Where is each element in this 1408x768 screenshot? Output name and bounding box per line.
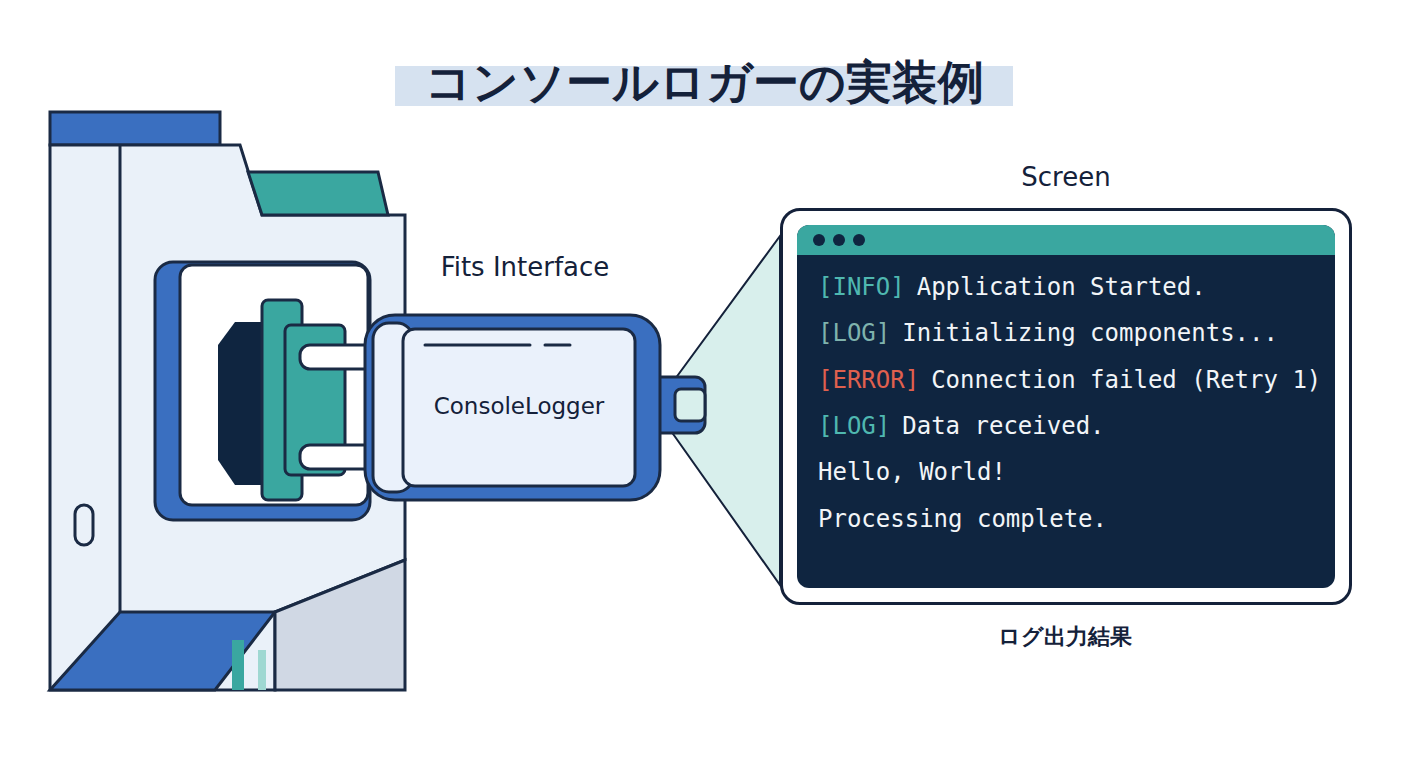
plug-body [403, 329, 635, 486]
log-line: [LOG] Initializing components... [818, 319, 1278, 347]
machine-body [50, 145, 405, 690]
log-message: Initializing components... [902, 319, 1278, 347]
socket-frame [155, 262, 370, 520]
machine-teal-block [248, 172, 388, 215]
log-level-tag: [LOG] [818, 319, 890, 347]
window-dot [853, 234, 865, 246]
title: コンソールロガーの実装例 [304, 52, 1104, 114]
log-message: Connection failed (Retry 1) [931, 366, 1321, 394]
plug-nub-tip [675, 389, 705, 421]
projection-beam [660, 236, 780, 585]
log-message: Application Started. [917, 273, 1206, 301]
window-dot [813, 234, 825, 246]
log-message: Data received. [902, 412, 1104, 440]
terminal-titlebar [797, 225, 1335, 255]
terminal-window: [INFO] Application Started. [LOG] Initializ… [797, 225, 1335, 588]
plug-outer [365, 315, 660, 500]
beam-fill [660, 236, 780, 585]
log-level-tag: [ERROR] [818, 366, 919, 394]
window-dot [833, 234, 845, 246]
screen-frame: [INFO] Application Started. [LOG] Initializ… [780, 208, 1352, 605]
plug-label: ConsoleLogger [403, 393, 635, 419]
plug-node: ConsoleLogger [365, 315, 660, 500]
machine-stripe [258, 650, 266, 690]
machine-base [50, 612, 275, 690]
log-line: [INFO] Application Started. [818, 273, 1206, 301]
annotation-label: Fits Interface [405, 252, 645, 282]
plug-highlight [425, 344, 530, 347]
log-line: Hello, World! [818, 458, 1006, 486]
machine-stripe [232, 640, 244, 690]
screen-node: Screen [INFO] Application Started. [LOG] Ini… [780, 160, 1352, 605]
screen-heading: Screen [780, 162, 1352, 192]
log-message: Processing complete. [818, 505, 1107, 533]
log-level-tag: [INFO] [818, 273, 905, 301]
machine-top-block [50, 112, 220, 145]
machine-edge [119, 145, 122, 612]
log-line: Processing complete. [818, 505, 1107, 533]
plug-highlight [545, 344, 570, 347]
log-level-tag: [LOG] [818, 412, 890, 440]
log-line: [ERROR] Connection failed (Retry 1) [818, 366, 1321, 394]
log-line: [LOG] Data received. [818, 412, 1105, 440]
machine-base-side [275, 560, 405, 690]
machine-slot [75, 505, 93, 545]
log-message: Hello, World! [818, 458, 1006, 486]
annotation-label: ログ出力結果 [915, 622, 1215, 652]
